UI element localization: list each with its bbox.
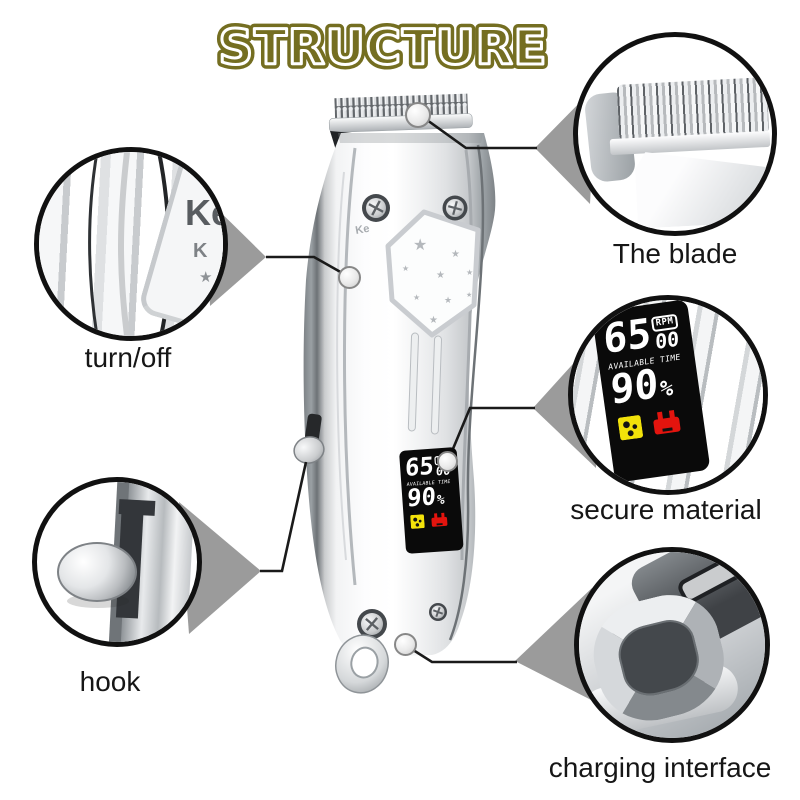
blade-magnifier-circle (573, 32, 777, 236)
emblem-star: ★ (451, 249, 460, 260)
charging-plug-icon (652, 409, 682, 437)
callout-line-hook (260, 461, 308, 573)
callout-lines (260, 118, 537, 664)
secure-material-label: secure material (570, 494, 762, 525)
callout-line-turnoff (266, 255, 345, 276)
percent-sign: % (436, 492, 446, 508)
hook-label: hook (79, 666, 141, 697)
blade-shadow (338, 133, 483, 143)
emblem-shield (385, 209, 481, 338)
turn-off-connector-dot (338, 266, 361, 289)
brand-star-zoom: ★ (199, 269, 213, 286)
callout-line-charging (409, 646, 517, 664)
chrome-seam-left (342, 147, 357, 586)
plug-body (653, 416, 681, 435)
callout-line-blade (426, 118, 537, 150)
blade-teeth (334, 93, 469, 122)
chrome-seam-left2 (336, 171, 347, 561)
turn-off-label: turn/off (84, 342, 172, 373)
callout-wedge-charging (515, 588, 597, 703)
plug-body (431, 516, 448, 527)
percent-sign: % (659, 375, 674, 403)
screw (362, 194, 390, 222)
blade-connector-dot (405, 102, 431, 128)
hanging-ring (335, 634, 389, 694)
blade-head (328, 93, 473, 133)
lubricant-warning-icon (410, 514, 425, 529)
brand-text-zoom: Ke (185, 192, 228, 233)
blade-label: The blade (612, 238, 738, 269)
emblem-star: ★ (436, 270, 445, 281)
title-text-outline: STRUCTURE (219, 20, 548, 76)
emblem-star: ★ (413, 293, 420, 302)
rpm-value: 65 (602, 310, 652, 364)
turn-off-magnifier-circle: Ke K ★ (34, 147, 228, 341)
battery-percent-value: 90 (609, 360, 660, 414)
emblem-star: ★ (413, 235, 427, 254)
rpm-value: 65 (404, 452, 435, 482)
chrome-edge-right (448, 144, 485, 641)
secure-material-magnifier-circle: 65 RPM 00 AVAILABLE TIME 90 % (568, 295, 768, 495)
body-groove (407, 332, 420, 432)
chrome-seam-right (460, 149, 473, 561)
rpm-sub-digits: 00 (654, 326, 680, 354)
hook-magnifier-circle (32, 477, 202, 647)
callout-line-secure (448, 406, 535, 457)
screw (442, 195, 468, 221)
brand-letter-zoom: K (193, 240, 208, 262)
title-text-inline: STRUCTURE (219, 20, 548, 76)
charging-interface-label: charging interface (548, 752, 772, 783)
hook-knob (293, 436, 325, 464)
body-brand-text: Ke (354, 223, 370, 237)
page-title: STRUCTURE STRUCTURE (214, 15, 552, 81)
screw (429, 603, 447, 621)
blade-plate-zoom (634, 145, 777, 228)
hook-knob-zoom (57, 542, 137, 602)
screw (357, 609, 387, 639)
secure-connector-dot (437, 451, 458, 472)
emblem-star: ★ (402, 264, 409, 273)
body-groove (430, 335, 443, 435)
charging-plug-icon (431, 513, 448, 528)
callout-wedge-hook (179, 502, 261, 634)
lubricant-warning-icon (617, 414, 644, 441)
charging-connector-dot (394, 633, 417, 656)
battery-percent-value: 90 (406, 482, 437, 513)
emblem-star: ★ (429, 315, 438, 326)
charging-magnifier-circle (574, 547, 770, 743)
emblem-star: ★ (444, 296, 452, 306)
emblem-star: ★ (466, 291, 472, 299)
emblem-star: ★ (466, 268, 473, 277)
